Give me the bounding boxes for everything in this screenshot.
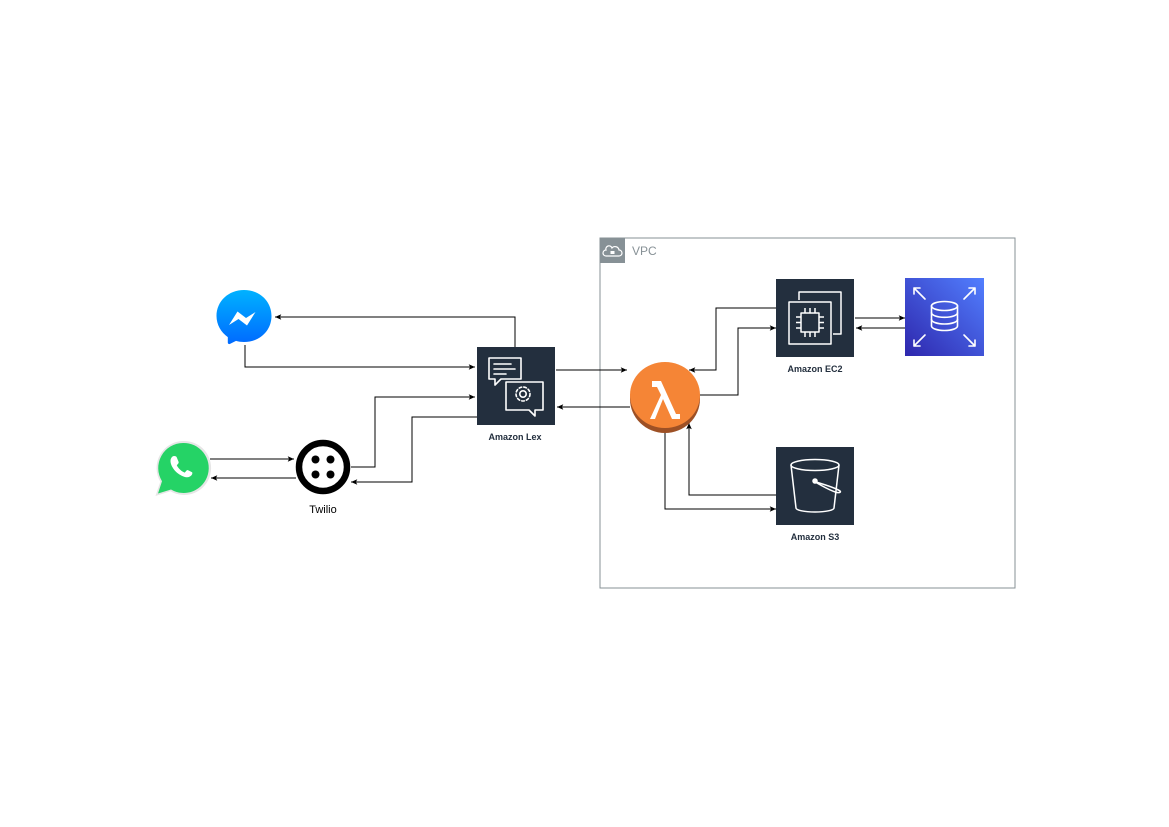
edge-s3-to-lambda bbox=[686, 423, 776, 496]
cpu-chip-icon bbox=[788, 291, 842, 345]
lex-node: Amazon Lex bbox=[477, 347, 555, 442]
s3-tile bbox=[776, 447, 854, 525]
messenger-icon bbox=[216, 290, 272, 345]
edge-lambda-to-ec2 bbox=[699, 325, 776, 396]
whatsapp-icon bbox=[155, 440, 212, 496]
lex-label: Amazon Lex bbox=[488, 432, 541, 442]
ec2-node: Amazon EC2 bbox=[776, 279, 854, 374]
database-icon bbox=[913, 287, 976, 347]
edge-lambda-to-s3 bbox=[664, 433, 776, 512]
twilio-label: Twilio bbox=[309, 504, 337, 516]
ec2-tile bbox=[776, 279, 854, 357]
s3-node: Amazon S3 bbox=[776, 447, 854, 542]
vpc-border bbox=[599, 237, 1016, 589]
edges bbox=[210, 307, 905, 512]
edge-messenger-to-lex bbox=[244, 345, 475, 370]
twilio-node: Twilio bbox=[295, 439, 351, 516]
ec2-label: Amazon EC2 bbox=[787, 364, 842, 374]
edge-ec2-to-lambda bbox=[689, 307, 776, 373]
rds-node bbox=[905, 278, 984, 356]
whatsapp-node bbox=[155, 440, 212, 496]
edge-twilio-to-lex bbox=[351, 394, 475, 468]
chat-bot-icon bbox=[488, 357, 544, 417]
vpc-label: VPC bbox=[632, 244, 657, 258]
edge-lex-to-messenger bbox=[275, 314, 516, 347]
twilio-icon bbox=[295, 439, 351, 495]
vpc-cloud-glyph bbox=[602, 245, 623, 257]
s3-label: Amazon S3 bbox=[791, 532, 840, 542]
lambda-icon bbox=[630, 362, 700, 433]
vpc-group: VPC bbox=[599, 237, 1016, 589]
lambda-node bbox=[630, 362, 700, 433]
vpc-lock-glyph bbox=[610, 251, 615, 254]
messenger-node bbox=[216, 290, 272, 345]
bucket-icon bbox=[790, 458, 842, 513]
edge-lex-to-twilio bbox=[351, 416, 477, 485]
